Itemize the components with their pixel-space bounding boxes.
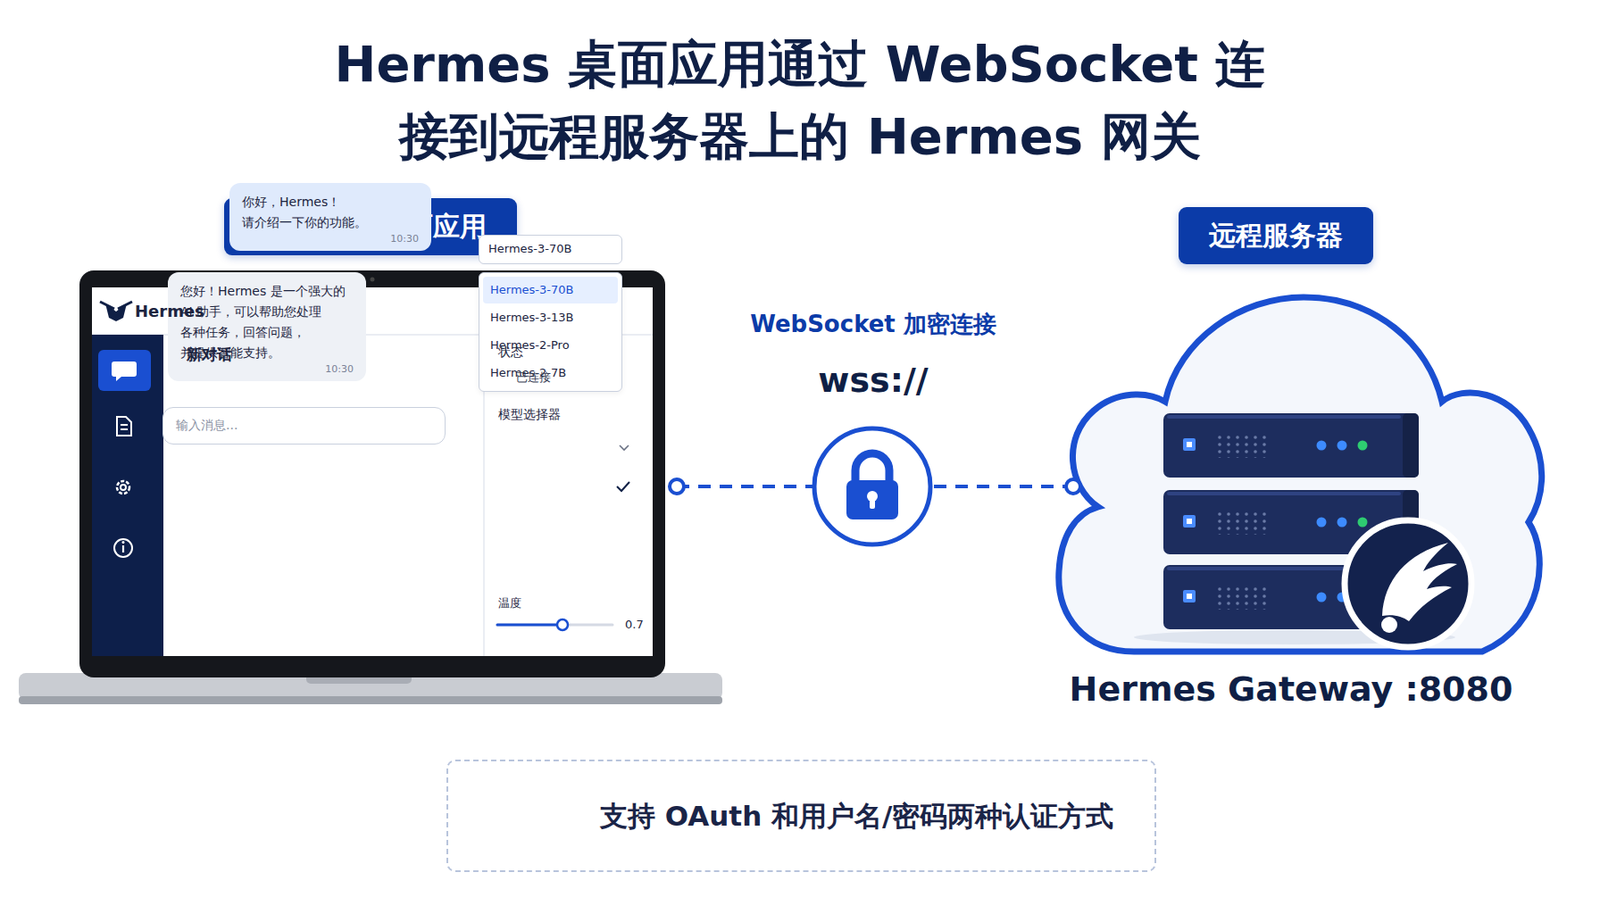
doc-icon <box>116 416 132 436</box>
text-label: wss:// <box>650 359 1097 403</box>
select-value: Hermes-3-70B <box>479 235 622 263</box>
server-unit <box>1163 413 1419 478</box>
remote-server: 远程服务器Hermes Gateway :8080 <box>1073 207 1543 717</box>
hermes-logo-wings <box>100 301 133 309</box>
message-text: 你好，Hermes！ 请介绍一下你的功能。 <box>241 191 419 234</box>
lock-body <box>846 480 899 520</box>
input-placeholder: 输入消息... <box>163 408 445 443</box>
chat-icon <box>111 361 137 382</box>
text-label: 模型选择器 <box>498 407 561 424</box>
gateway-logo <box>1344 520 1472 648</box>
model-select: Hermes-3-70B <box>478 234 623 265</box>
message-time: 10:30 <box>241 233 419 246</box>
chevron <box>619 445 629 450</box>
camera <box>370 277 375 283</box>
info-icon <box>114 539 133 558</box>
text-label: Hermes <box>134 301 205 323</box>
keyhole-slot <box>869 498 875 509</box>
sidebar <box>91 334 164 657</box>
message-time: 10:30 <box>180 363 354 376</box>
info-dot <box>122 541 125 544</box>
laptop-base-edge <box>18 696 723 705</box>
text-label: 温度 <box>498 596 522 611</box>
sidebar-active <box>98 350 151 392</box>
assistant-message-bubble: 您好！Hermes 是一个强大的 AI 助手，可以帮助您处理 各种任务，回答问题… <box>167 272 367 382</box>
info-stem <box>122 545 125 553</box>
gear-center <box>120 484 126 491</box>
text-label: 状态 <box>498 344 524 361</box>
slider-knob <box>557 619 568 631</box>
gear-icon <box>116 481 130 494</box>
auth-note-box: 支持 OAuth 和用户名/密码两种认证方式 <box>446 759 1157 873</box>
message-input: 输入消息... <box>162 407 446 445</box>
endpoint-dot <box>669 479 684 494</box>
diagram-title: Hermes 桌面应用通过 WebSocket 连接到远程服务器上的 Herme… <box>219 27 1381 173</box>
desktop-app: Hermes 桌面应用你好，Hermes！ 请介绍一下你的功能。10:30您好！… <box>18 198 677 705</box>
text-label: 新对话 <box>186 345 233 365</box>
lock-shackle <box>855 453 890 485</box>
text-label: 0.7 <box>625 617 644 633</box>
text-label: WebSocket 加密连接 <box>650 309 1097 340</box>
text-label: 已连接 <box>516 370 551 385</box>
gateway-label: Hermes Gateway :8080 <box>1032 668 1550 710</box>
dropdown-item: Hermes-3-13B <box>483 304 618 332</box>
slider-track <box>497 624 613 627</box>
server-badge: 远程服务器 <box>1178 207 1374 265</box>
dropdown-item: Hermes-3-70B <box>483 276 618 304</box>
slider-fill <box>497 624 563 627</box>
auth-text: 支持 OAuth 和用户名/密码两种认证方式 <box>600 761 1114 871</box>
gateway-wing <box>1382 542 1458 622</box>
check-mark <box>616 482 630 492</box>
cloud-outline <box>1058 297 1542 652</box>
endpoint-dot <box>1066 479 1081 494</box>
gateway-logo-head <box>1381 616 1398 634</box>
laptop-bezel <box>79 270 666 678</box>
lock-circle <box>814 428 931 545</box>
user-message-bubble: 你好，Hermes！ 请介绍一下你的功能。10:30 <box>229 183 432 251</box>
